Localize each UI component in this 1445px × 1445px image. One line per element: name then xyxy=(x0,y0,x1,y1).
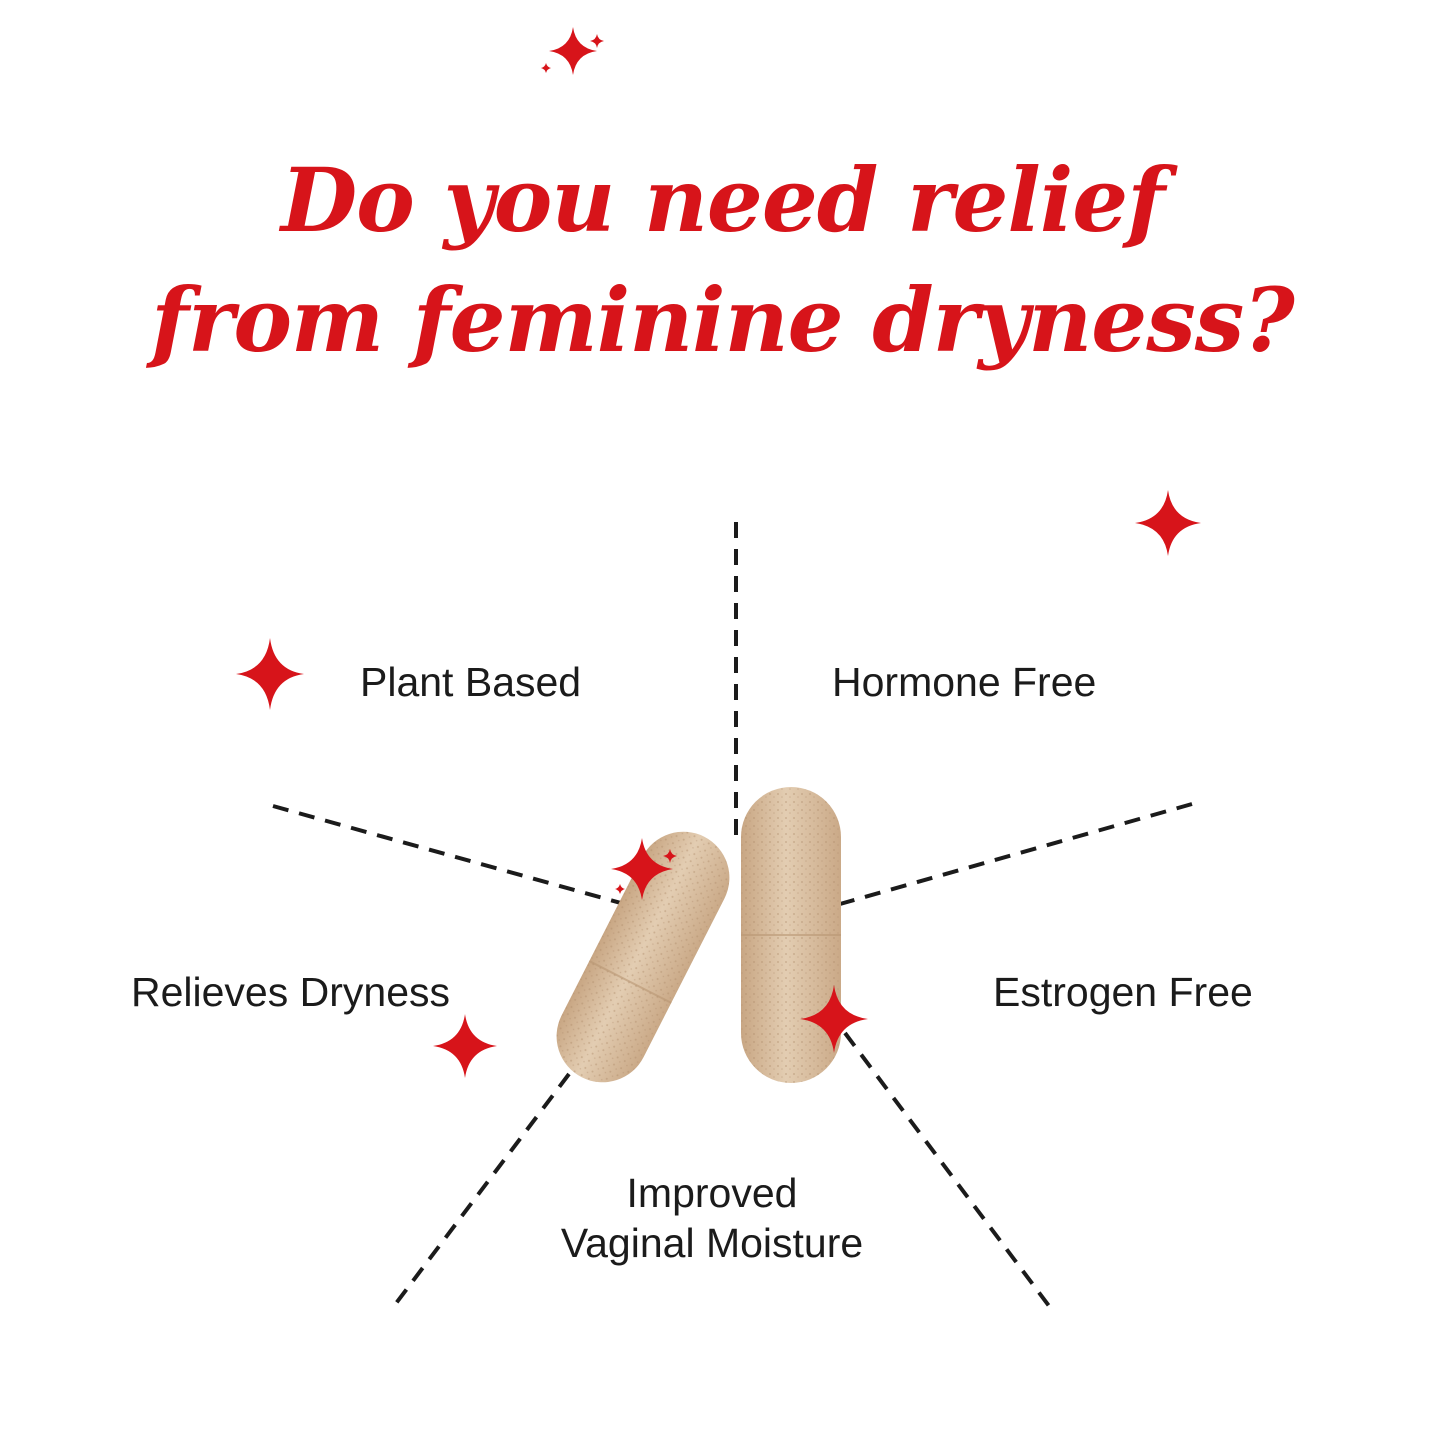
feature-hormone-free: Hormone Free xyxy=(832,659,1097,705)
feature-improved-line-2: Vaginal Moisture xyxy=(560,1220,864,1266)
feature-improved-line-1: Improved xyxy=(626,1170,798,1216)
sparkle-icon xyxy=(1135,490,1201,556)
headline: Do you need relief from feminine dryness… xyxy=(0,140,1445,380)
sparkle-icon xyxy=(663,849,677,863)
divider-lower-right xyxy=(843,1031,1051,1308)
capsule-icon xyxy=(556,831,730,1083)
sparkle-icon xyxy=(433,1014,497,1078)
feature-relieves-dryness: Relieves Dryness xyxy=(131,969,450,1015)
divider-upper-left xyxy=(272,804,629,907)
sparkle-icon xyxy=(236,638,304,710)
divider-lower-left xyxy=(392,1072,571,1308)
divider-upper-right xyxy=(839,802,1193,906)
sparkle-icon xyxy=(541,63,551,73)
divider-lines xyxy=(272,522,1193,1308)
sparkle-icon xyxy=(611,838,673,900)
sparkle-icon xyxy=(800,985,868,1053)
sparkle-icon xyxy=(615,884,625,894)
headline-line-2: from feminine dryness? xyxy=(151,268,1295,372)
feature-plant-based: Plant Based xyxy=(360,659,582,705)
headline-line-1: Do you need relief xyxy=(280,148,1165,252)
capsule-icon xyxy=(741,787,841,1083)
feature-estrogen-free: Estrogen Free xyxy=(993,969,1253,1015)
sparkle-icon xyxy=(549,27,597,75)
sparkle-icon xyxy=(590,34,604,48)
feature-improved-moisture: Improved Vaginal Moisture xyxy=(512,1168,912,1268)
